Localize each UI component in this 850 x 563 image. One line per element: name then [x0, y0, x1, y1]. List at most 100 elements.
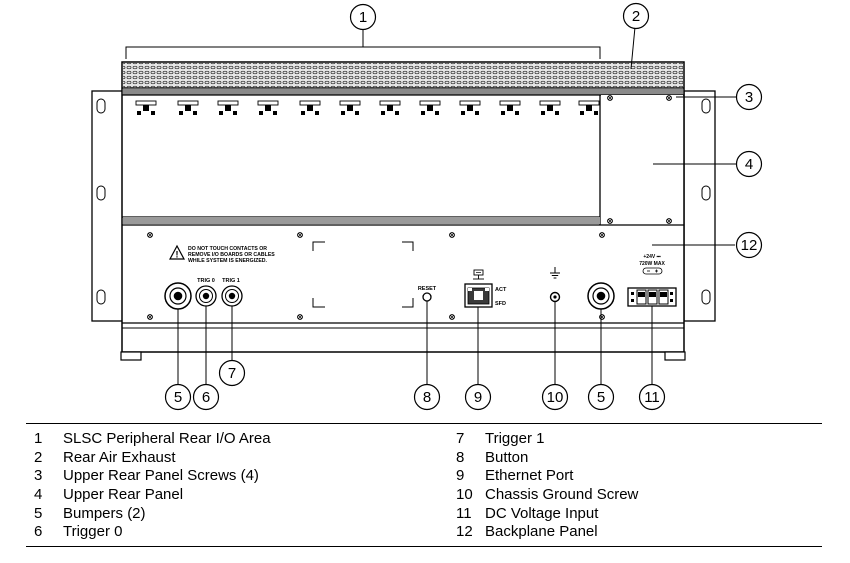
callout-12: 12: [735, 231, 763, 259]
act-label: ACT: [495, 287, 507, 293]
backplane-screw: [449, 314, 455, 320]
legend-number: 1: [34, 430, 43, 448]
slot-connector: [578, 100, 600, 115]
card-slot-connectors: [135, 100, 600, 115]
slot-connector: [459, 100, 481, 115]
reset-label: RESET: [418, 286, 437, 292]
callout-10: 10: [541, 383, 569, 411]
legend-description: Upper Rear Panel Screws (4): [63, 467, 259, 485]
trig-1-label: TRIG 1: [222, 278, 240, 284]
upper-rear-panel-screw: [607, 95, 613, 101]
slot-connector: [419, 100, 441, 115]
callout-11: 11: [638, 383, 666, 411]
legend-bottom-rule: [26, 546, 822, 547]
legend-number: 8: [456, 448, 465, 466]
legend-description: Ethernet Port: [485, 467, 574, 485]
warning-text-line: REMOVE I/O BOARDS OR CABLES: [188, 252, 275, 258]
upper-rear-panel: [601, 95, 683, 225]
legend-description: Trigger 0: [63, 523, 123, 541]
dc-voltage-input[interactable]: [627, 287, 677, 307]
trig-1-connector: [221, 285, 243, 307]
upper-rear-panel-screw: [607, 218, 613, 224]
sfd-label: SFD: [495, 301, 506, 307]
legend-row: 6 Trigger 0: [34, 523, 271, 542]
callout-9: 9: [464, 383, 492, 411]
slot-connector: [177, 100, 199, 115]
legend-row: 1 SLSC Peripheral Rear I/O Area: [34, 430, 271, 449]
slot-connector: [499, 100, 521, 115]
leader-lines: [125, 26, 736, 385]
warning-label: ! DO NOT TOUCH CONTACTS OR REMOVE I/O BO…: [168, 244, 275, 264]
right-bumper: [587, 282, 615, 310]
legend-top-rule: [26, 423, 822, 424]
legend-number: 7: [456, 430, 465, 448]
legend-description: Backplane Panel: [485, 523, 598, 541]
trig-0-connector: [195, 285, 217, 307]
rear-air-exhaust: [122, 63, 684, 96]
lower-card-rail: [122, 216, 684, 226]
slot-connector: [539, 100, 561, 115]
backplane-screw: [599, 314, 605, 320]
reset-button[interactable]: [422, 292, 432, 302]
left-rack-ear: [91, 90, 124, 322]
warning-text-line: WHILE SYSTEM IS ENERGIZED.: [188, 258, 268, 264]
callout-8: 8: [413, 383, 441, 411]
legend-number: 3: [34, 467, 43, 485]
callout-10-number: 10: [547, 389, 564, 406]
slot-connector: [299, 100, 321, 115]
callout-5-left: 5: [164, 383, 192, 411]
slot-connector: [217, 100, 239, 115]
backplane-screw: [147, 314, 153, 320]
callout-12-number: 12: [741, 237, 758, 254]
right-rack-ear: [683, 90, 716, 322]
callout-1-number: 1: [359, 9, 367, 26]
callout-9-number: 9: [474, 389, 482, 406]
legend-description: Chassis Ground Screw: [485, 486, 639, 504]
legend-number: 9: [456, 467, 465, 485]
backplane-screw: [297, 232, 303, 238]
callout-6-number: 6: [202, 389, 210, 406]
callout-5-left-number: 5: [174, 389, 182, 406]
callout-5-right-number: 5: [597, 389, 605, 406]
callout-3-number: 3: [745, 89, 753, 106]
callout-1: 1: [349, 3, 377, 31]
legend-number: 4: [34, 486, 43, 504]
callout-4: 4: [735, 150, 763, 178]
callout-3: 3: [735, 83, 763, 111]
legend-description: Bumpers (2): [63, 504, 146, 522]
legend-number: 6: [34, 523, 43, 541]
warning-text-line: DO NOT TOUCH CONTACTS OR: [188, 246, 267, 252]
right-foot: [664, 351, 686, 361]
ethernet-port[interactable]: [464, 283, 493, 308]
legend-description: Button: [485, 448, 529, 466]
callout-7-number: 7: [228, 365, 236, 382]
legend-description: Trigger 1: [485, 430, 545, 448]
legend-row: 7 Trigger 1: [456, 430, 638, 449]
chassis-ground-screw[interactable]: [549, 291, 561, 303]
legend-row: 3 Upper Rear Panel Screws (4): [34, 467, 271, 486]
chassis-rear-diagram: ! DO NOT TOUCH CONTACTS OR REMOVE I/O BO…: [91, 2, 763, 411]
polarity-icon: [642, 267, 663, 275]
callout-11-number: 11: [644, 389, 660, 406]
legend-number: 2: [34, 448, 43, 466]
ground-icon: [550, 267, 560, 279]
slot-connector: [135, 100, 157, 115]
backplane-screw: [297, 314, 303, 320]
backplane-screw: [449, 232, 455, 238]
backplane-screw: [147, 232, 153, 238]
legend-description: SLSC Peripheral Rear I/O Area: [63, 430, 271, 448]
legend-row: 9 Ethernet Port: [456, 467, 638, 486]
backplane-screws: [147, 232, 605, 320]
slot-connector: [379, 100, 401, 115]
label-area-corner-marks: [312, 241, 414, 308]
trig-0-label: TRIG 0: [197, 278, 215, 284]
